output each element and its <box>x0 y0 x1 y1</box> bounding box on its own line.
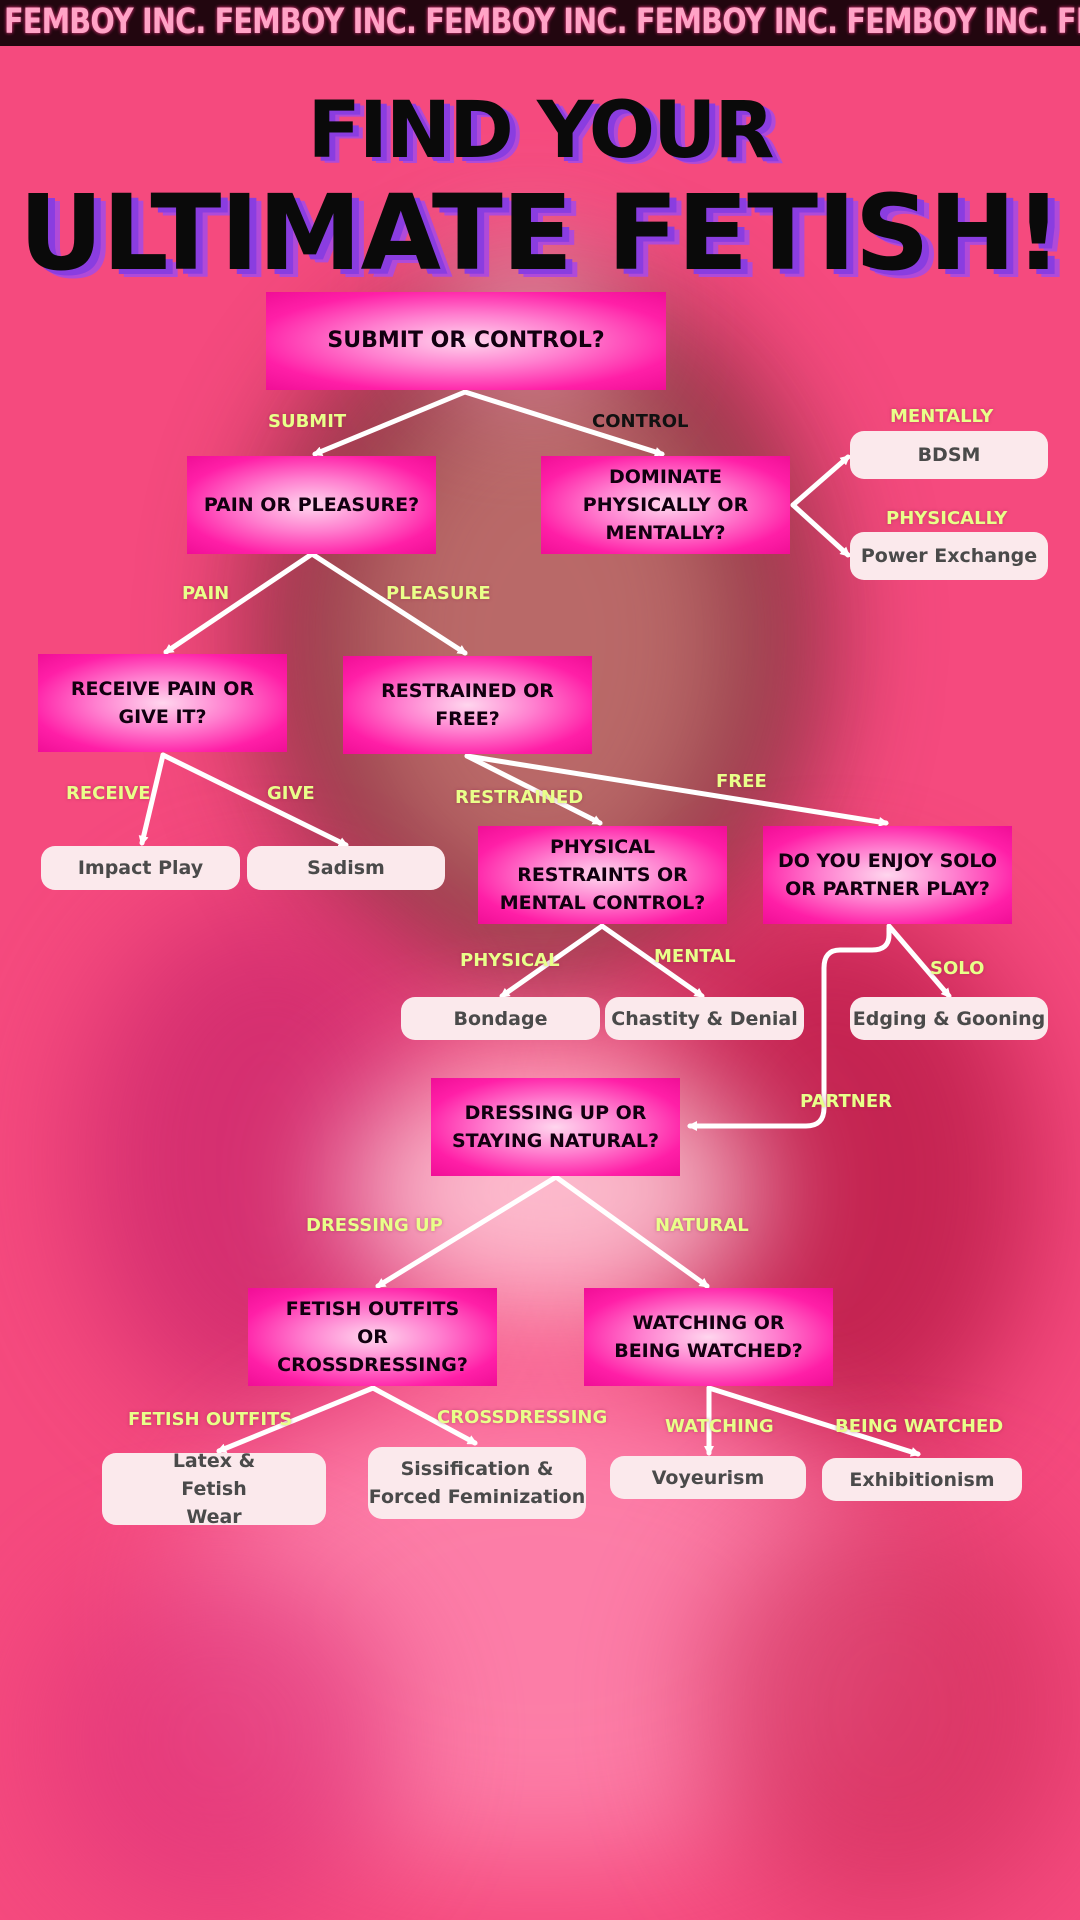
arrow-dressing-up <box>375 1174 559 1289</box>
arrow-submit <box>312 389 468 457</box>
label-receive: RECEIVE <box>66 783 151 804</box>
result-latex-fetish-wear: Latex & Fetish Wear <box>102 1450 326 1528</box>
question-receive-or-give: RECEIVE PAIN OR GIVE IT? <box>38 654 287 752</box>
label-free: FREE <box>716 771 767 792</box>
result-sissification: Sissification & Forced Feminization <box>368 1447 586 1519</box>
question-outfits-or-crossdressing: FETISH OUTFITS OR CROSSDRESSING? <box>248 1288 497 1386</box>
question-physical-or-mental: PHYSICAL RESTRAINTS OR MENTAL CONTROL? <box>478 826 727 924</box>
question-watching-or-watched: WATCHING OR BEING WATCHED? <box>584 1288 833 1386</box>
result-exhibitionism: Exhibitionism <box>822 1458 1022 1501</box>
label-dressing-up: DRESSING UP <box>306 1215 443 1236</box>
result-voyeurism: Voyeurism <box>610 1456 806 1499</box>
question-restrained-or-free: RESTRAINED OR FREE? <box>343 656 592 754</box>
label-natural: NATURAL <box>655 1215 749 1236</box>
question-dressing-or-natural: DRESSING UP OR STAYING NATURAL? <box>431 1078 680 1176</box>
arrow-free <box>464 753 889 827</box>
label-restrained: RESTRAINED <box>455 787 584 808</box>
arrow-natural <box>553 1174 710 1289</box>
label-being-watched: BEING WATCHED <box>835 1416 1004 1437</box>
arrow-pain <box>163 551 315 655</box>
label-pleasure: PLEASURE <box>386 583 491 604</box>
title-line-2: ULTIMATE FETISH! <box>18 172 1062 294</box>
label-pain: PAIN <box>182 583 230 604</box>
label-crossdressing: CROSSDRESSING <box>437 1407 608 1428</box>
label-mental: MENTAL <box>654 946 736 967</box>
title-line-1: FIND YOUR <box>307 86 775 176</box>
question-pain-or-pleasure: PAIN OR PLEASURE? <box>187 456 436 554</box>
arrow-mental <box>599 923 705 999</box>
arrow-receive <box>138 752 166 846</box>
arrow-restrained <box>464 753 603 826</box>
result-chastity-denial: Chastity & Denial <box>605 997 804 1040</box>
question-solo-or-partner: DO YOU ENJOY SOLO OR PARTNER PLAY? <box>763 826 1012 924</box>
arrow-physical <box>499 923 605 999</box>
arrow-fetish-outfits <box>216 1385 376 1454</box>
result-impact-play: Impact Play <box>41 846 240 890</box>
label-physical: PHYSICAL <box>460 950 560 971</box>
arrow-physically <box>790 502 851 558</box>
background-blur <box>40 1560 400 1920</box>
label-physically: PHYSICALLY <box>886 508 1008 529</box>
question-dominate: DOMINATE PHYSICALLY OR MENTALLY? <box>541 456 790 554</box>
result-bondage: Bondage <box>401 997 600 1040</box>
label-watching: WATCHING <box>665 1416 774 1437</box>
result-bdsm: BDSM <box>850 431 1048 479</box>
label-give: GIVE <box>267 783 315 804</box>
banner-text: FEMBOY INC. FEMBOY INC. FEMBOY INC. FEMB… <box>4 2 1080 42</box>
label-solo: SOLO <box>930 958 985 979</box>
top-banner: FEMBOY INC. FEMBOY INC. FEMBOY INC. FEMB… <box>0 0 1080 46</box>
background-blur <box>700 1500 1080 1920</box>
arrow-pleasure <box>309 551 468 656</box>
arrow-solo <box>886 923 952 999</box>
label-fetish-outfits: FETISH OUTFITS <box>128 1409 293 1430</box>
result-sadism: Sadism <box>247 846 445 890</box>
result-power-exchange: Power Exchange <box>850 532 1048 580</box>
arrow-being-watched <box>706 1385 921 1457</box>
arrow-partner <box>687 925 892 1131</box>
label-submit: SUBMIT <box>268 411 347 432</box>
label-partner: PARTNER <box>800 1091 893 1112</box>
arrow-crossdressing <box>370 1385 478 1446</box>
arrow-give <box>160 752 349 848</box>
question-submit-or-control: SUBMIT OR CONTROL? <box>266 292 666 390</box>
label-mentally: MENTALLY <box>890 406 994 427</box>
result-edging-gooning: Edging & Gooning <box>850 997 1048 1040</box>
arrow-mentally <box>790 454 851 508</box>
arrow-control <box>462 389 665 457</box>
label-control: CONTROL <box>592 411 689 432</box>
